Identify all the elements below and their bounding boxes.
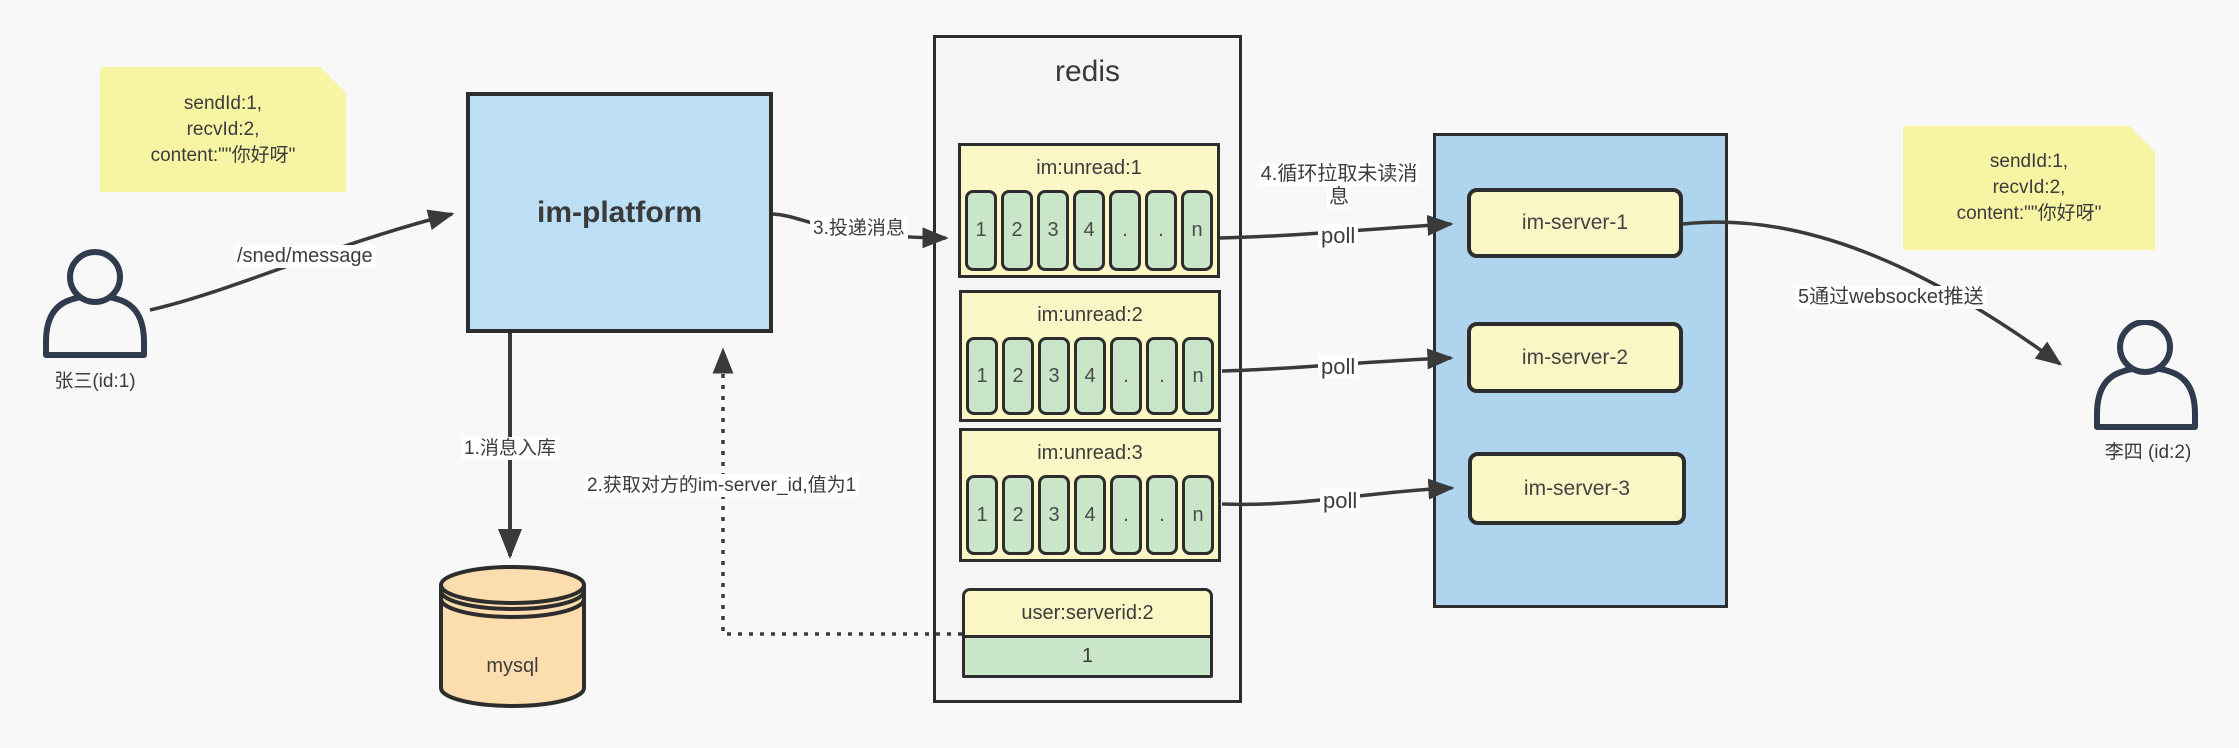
edge-label-step4-line2: 息 — [1327, 186, 1351, 209]
queue-cell: 4 — [1074, 337, 1106, 415]
queue-cell: . — [1146, 475, 1178, 555]
im-platform-node: im-platform — [466, 92, 773, 333]
queue-cell: 2 — [1002, 475, 1034, 555]
queue-cell: 3 — [1038, 337, 1070, 415]
im-server-3-node: im-server-3 — [1468, 452, 1686, 525]
person-receiver-icon — [2094, 320, 2198, 430]
kv-user-serverid: user:serverid:2 1 — [962, 588, 1213, 678]
note-line: sendId:1, — [183, 92, 263, 114]
mysql-label: mysql — [486, 655, 539, 677]
queue-cell: . — [1146, 337, 1178, 415]
edge-label-step4: 4.循环拉取未读消 息 — [1254, 163, 1424, 209]
queue-cell: 2 — [1001, 190, 1033, 271]
receiver-label: 李四 (id:2) — [2104, 442, 2192, 463]
kv-value: 1 — [965, 638, 1210, 675]
queue-header: im:unread:3 — [1037, 441, 1143, 464]
im-server-2-label: im-server-2 — [1521, 345, 1629, 369]
queue-cell: 4 — [1074, 475, 1106, 555]
sticky-note-receiver: sendId:1, recvId:2, content:""你好呀" — [1903, 126, 2155, 250]
sticky-note-sender: sendId:1, recvId:2, content:""你好呀" — [100, 67, 346, 192]
edge-label-poll-3: poll — [1320, 489, 1361, 512]
queue-cells: 1 2 3 4 . . n — [962, 337, 1218, 419]
edge-label-poll-2: poll — [1318, 355, 1359, 378]
sender-label: 张三(id:1) — [54, 371, 136, 392]
queue-cell: 1 — [965, 190, 997, 271]
edge-label-send: /sned/message — [234, 245, 376, 268]
person-sender-icon — [43, 249, 147, 358]
edge-label-poll-1: poll — [1318, 224, 1359, 247]
queue-header: im:unread:2 — [1037, 303, 1143, 326]
queue-cell: n — [1182, 337, 1214, 415]
note-line: recvId:2, — [1992, 177, 2066, 198]
note-line: content:""你好呀" — [150, 144, 296, 166]
queue-cells: 1 2 3 4 . . n — [961, 190, 1217, 275]
queue-cell: 3 — [1037, 190, 1069, 271]
queue-cells: 1 2 3 4 . . n — [962, 475, 1218, 559]
queue-cell: n — [1181, 190, 1213, 271]
queue-cell: . — [1145, 190, 1177, 271]
edge-label-step4-line1: 4.循环拉取未读消 — [1258, 163, 1420, 186]
im-server-3-label: im-server-3 — [1523, 476, 1631, 500]
im-server-1-label: im-server-1 — [1521, 211, 1629, 234]
kv-header: user:serverid:2 — [965, 591, 1210, 638]
redis-title: redis — [1054, 55, 1121, 88]
queue-cell: . — [1110, 475, 1142, 555]
queue-cell: n — [1182, 475, 1214, 555]
im-server-1-node: im-server-1 — [1467, 188, 1683, 258]
edge-label-step3: 3.投递消息 — [810, 217, 908, 240]
queue-im-unread-3: im:unread:3 1 2 3 4 . . n — [959, 428, 1221, 562]
queue-im-unread-2: im:unread:2 1 2 3 4 . . n — [959, 290, 1221, 422]
queue-cell: . — [1109, 190, 1141, 271]
im-server-2-node: im-server-2 — [1467, 322, 1683, 393]
note-line: sendId:1, — [1989, 151, 2069, 172]
mysql-database-icon — [439, 565, 586, 708]
queue-cell: 4 — [1073, 190, 1105, 271]
im-platform-label: im-platform — [537, 195, 702, 229]
edge-label-step5: 5通过websocket推送 — [1795, 286, 1987, 309]
queue-im-unread-1: im:unread:1 1 2 3 4 . . n — [958, 143, 1220, 278]
edge-label-step2: 2.获取对方的im-server_id,值为1 — [584, 474, 860, 497]
queue-cell: 1 — [966, 337, 998, 415]
queue-cell: 2 — [1002, 337, 1034, 415]
edge-label-step1: 1.消息入库 — [461, 437, 559, 460]
queue-cell: . — [1110, 337, 1142, 415]
note-line: recvId:2, — [186, 118, 260, 140]
note-line: content:""你好呀" — [1956, 203, 2102, 224]
queue-cell: 1 — [966, 475, 998, 555]
queue-cell: 3 — [1038, 475, 1070, 555]
queue-header: im:unread:1 — [1036, 156, 1142, 179]
